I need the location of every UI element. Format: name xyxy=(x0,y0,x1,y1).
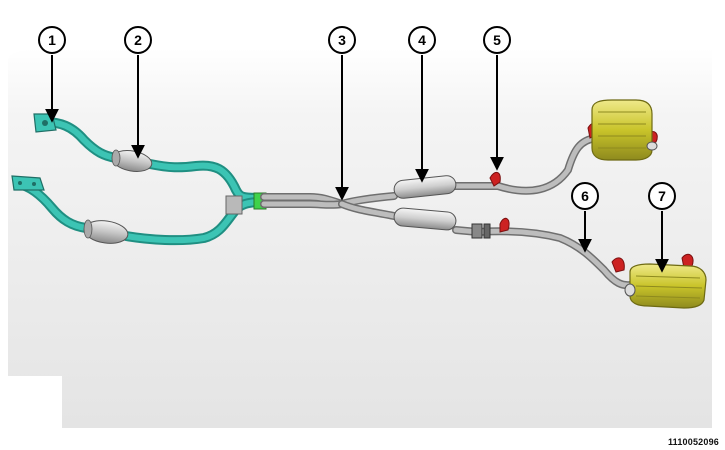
callout-7: 7 xyxy=(648,182,676,273)
figure-reference-id: 1110052096 xyxy=(667,437,719,447)
hanger-isolator-1 xyxy=(489,172,501,187)
hanger-isolator-5 xyxy=(611,257,625,273)
muffler-upper xyxy=(591,99,658,161)
resonator-lower xyxy=(393,207,457,231)
callout-1-number: 1 xyxy=(48,32,56,48)
callout-1: 1 xyxy=(38,26,66,123)
callout-2-number: 2 xyxy=(134,32,142,48)
muffler-lower xyxy=(624,263,707,309)
callout-6: 6 xyxy=(571,182,599,253)
front-exhaust-pipes xyxy=(13,117,267,246)
callout-4-number: 4 xyxy=(418,32,426,48)
callout-4: 4 xyxy=(408,26,436,183)
callout-2: 2 xyxy=(124,26,152,159)
callout-5: 5 xyxy=(483,26,511,171)
hanger-isolator-2 xyxy=(499,217,510,233)
manifold-flange-lower xyxy=(11,175,45,191)
pipe-clamp-lower xyxy=(471,223,491,239)
callout-3-number: 3 xyxy=(338,32,346,48)
callout-3: 3 xyxy=(328,26,356,201)
rear-exhaust-pipes xyxy=(260,134,640,290)
catalytic-converter-lower xyxy=(83,219,129,244)
background-panel xyxy=(8,48,712,428)
callout-7-number: 7 xyxy=(658,188,666,204)
callout-6-number: 6 xyxy=(581,188,589,204)
callout-5-number: 5 xyxy=(493,32,501,48)
